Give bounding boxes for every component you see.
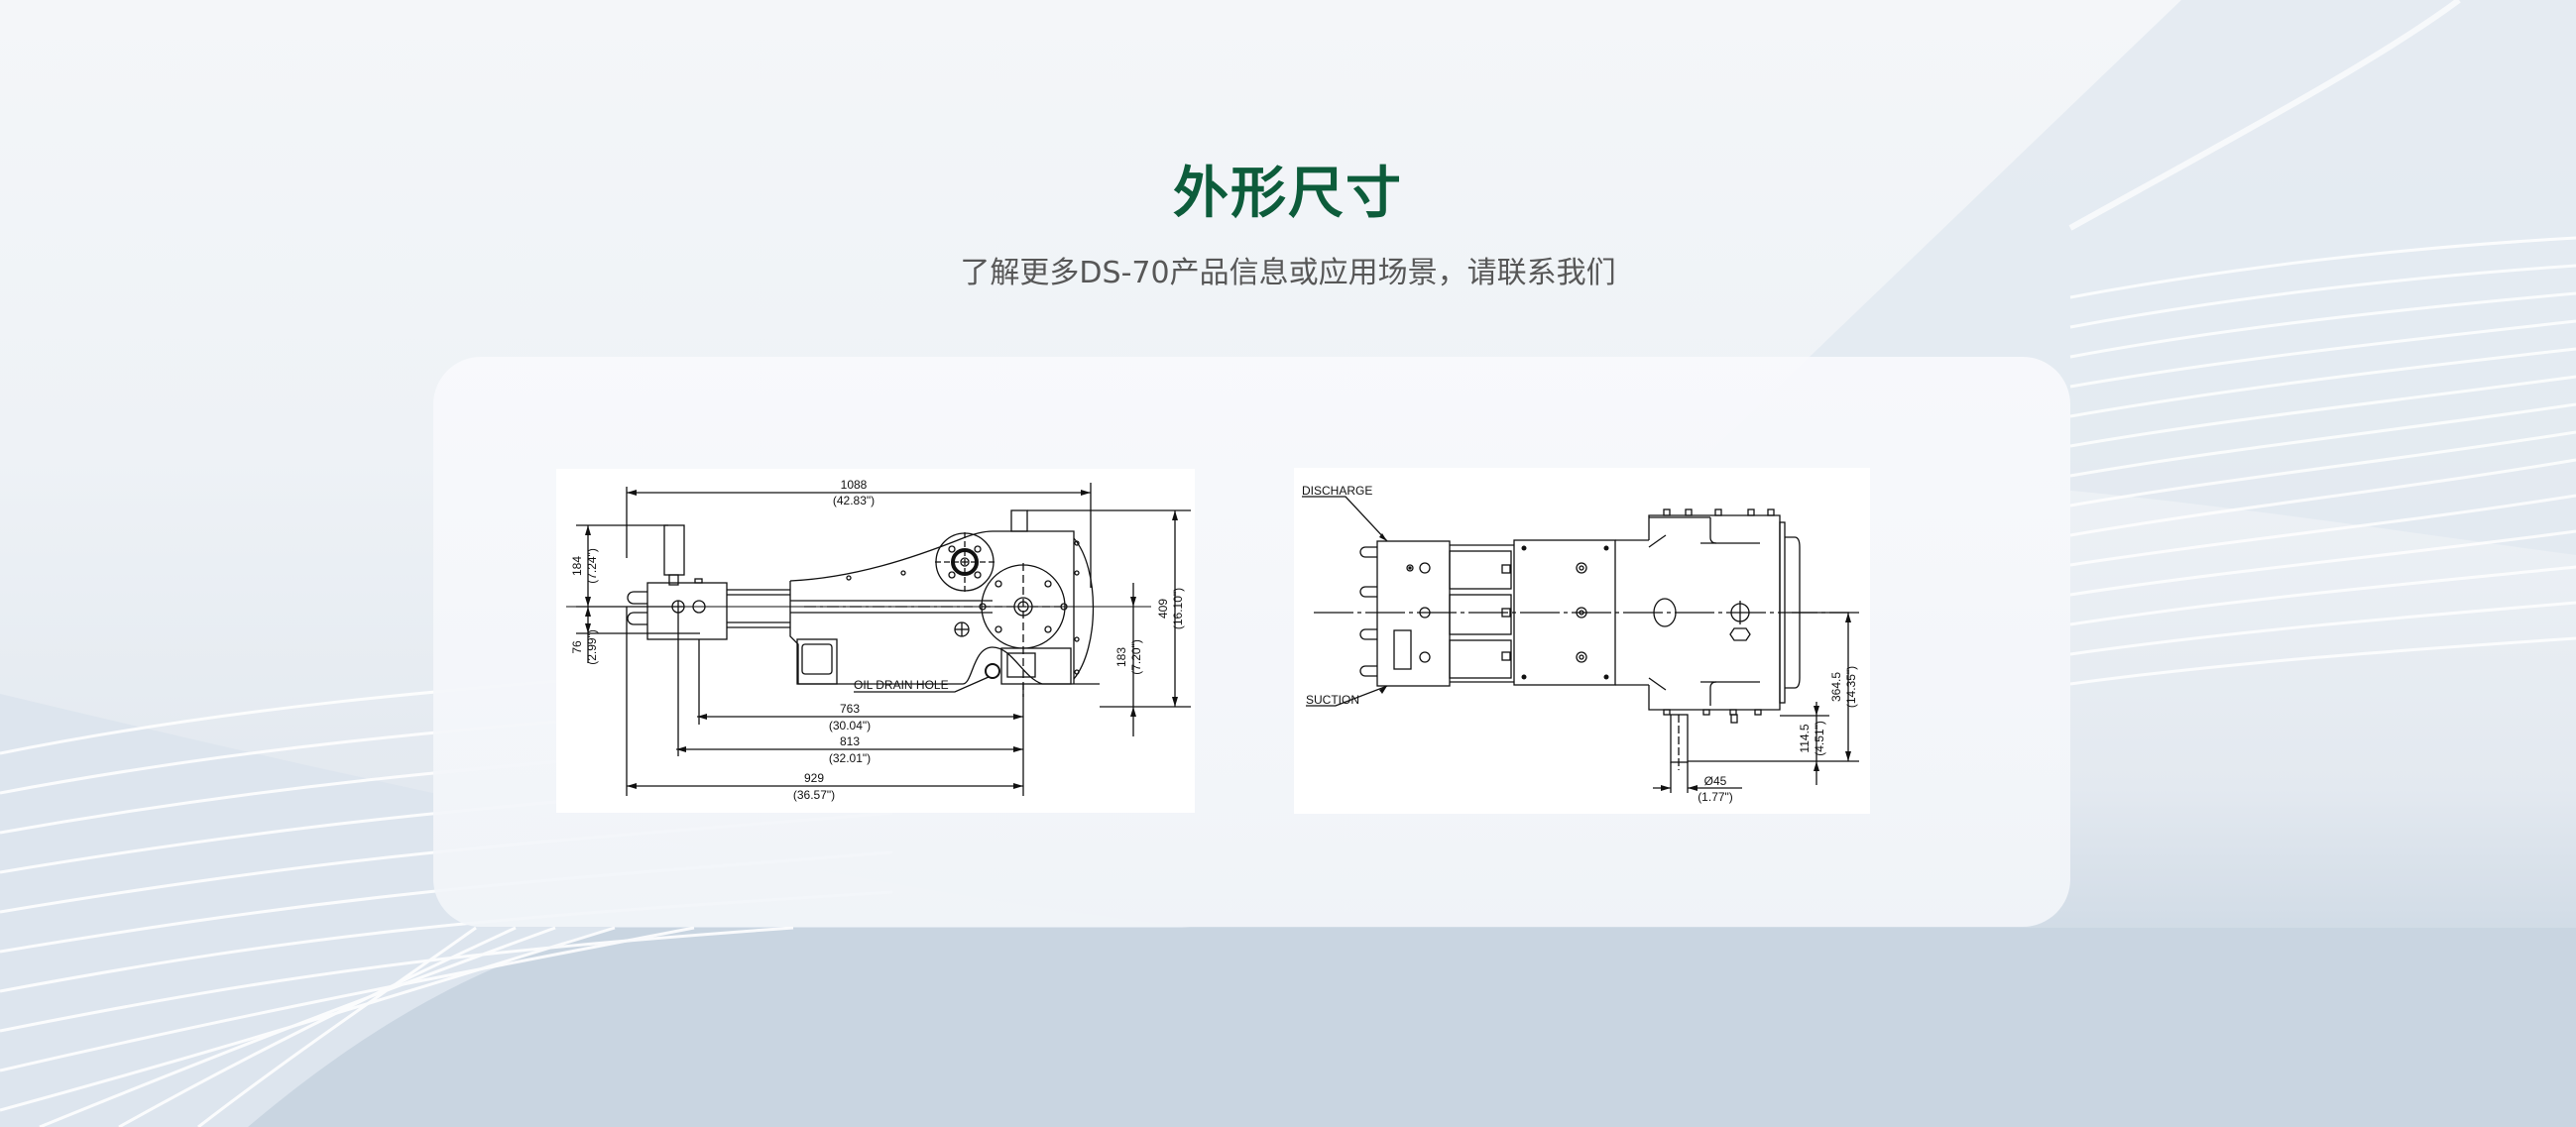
- side-view-diagram: 1088 (42.83") 184 (7.24") 76 (2.99") 409…: [566, 478, 1191, 802]
- top-view-diagram: DISCHARGE SUCTION 364.5 (14.35") 114.5 (…: [1302, 484, 1859, 804]
- top-view-drawing: DISCHARGE SUCTION 364.5 (14.35") 114.5 (…: [1294, 468, 1870, 814]
- dim-929-in: (36.57"): [793, 788, 835, 802]
- dim-813: 813: [840, 734, 860, 748]
- dim-813-in: (32.01"): [829, 751, 871, 765]
- dim-1088: 1088: [841, 478, 868, 492]
- dim-76: 76: [570, 640, 584, 654]
- page-subtitle: 了解更多DS-70产品信息或应用场景，请联系我们: [960, 256, 1616, 290]
- dim-114-5-in: (4.51"): [1813, 721, 1826, 756]
- dim-diameter-45-in: (1.77"): [1698, 790, 1733, 804]
- dim-183-in: (7.20"): [1129, 639, 1143, 675]
- dim-184: 184: [570, 556, 584, 576]
- suction-label: SUCTION: [1306, 693, 1359, 707]
- dim-763-in: (30.04"): [829, 719, 871, 733]
- dim-364-5: 364.5: [1829, 672, 1843, 702]
- dim-409: 409: [1156, 599, 1170, 619]
- dim-409-in: (16.10"): [1171, 588, 1185, 629]
- dim-364-5-in: (14.35"): [1844, 666, 1858, 708]
- page-title: 外形尺寸: [1173, 162, 1403, 226]
- oil-drain-label: OIL DRAIN HOLE: [854, 678, 949, 692]
- dim-929: 929: [804, 771, 824, 785]
- side-view-drawing: 1088 (42.83") 184 (7.24") 76 (2.99") 409…: [556, 469, 1195, 813]
- dim-diameter-45: Ø45: [1704, 774, 1727, 788]
- dim-763: 763: [840, 702, 860, 716]
- discharge-label: DISCHARGE: [1302, 484, 1372, 498]
- dim-114-5: 114.5: [1798, 724, 1812, 752]
- dim-184-in: (7.24"): [585, 548, 599, 584]
- dim-183: 183: [1114, 647, 1128, 667]
- dim-76-in: (2.99"): [585, 629, 599, 665]
- dim-1088-in: (42.83"): [833, 494, 875, 507]
